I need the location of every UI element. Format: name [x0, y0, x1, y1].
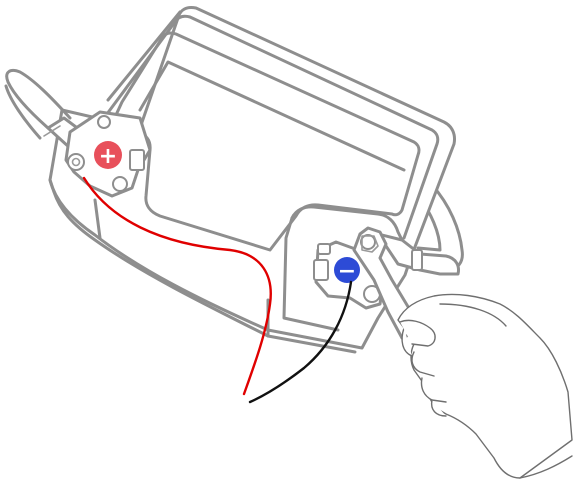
minus-icon: − — [338, 259, 356, 284]
positive-wire — [82, 176, 272, 396]
plus-icon: + — [99, 144, 117, 169]
positive-terminal: + — [94, 141, 122, 169]
negative-terminal-cap — [334, 257, 360, 283]
negative-wire — [248, 280, 353, 404]
positive-terminal-cap — [94, 141, 122, 169]
hand-icon — [397, 293, 573, 479]
negative-terminal: − — [334, 257, 360, 284]
